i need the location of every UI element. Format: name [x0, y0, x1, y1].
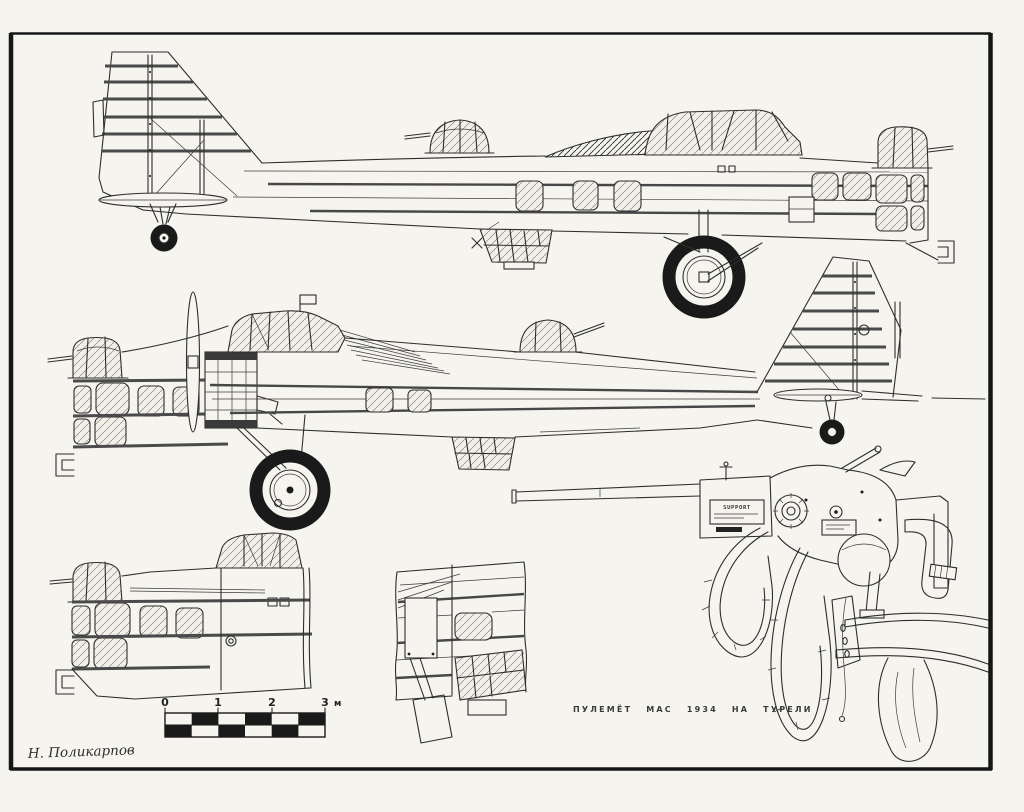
tail-wheel	[150, 206, 178, 252]
pintle-mount	[831, 571, 885, 669]
ventral-gondola-middle	[451, 436, 516, 471]
nose-turret	[47, 336, 129, 379]
fuselage-hatch-detail	[394, 561, 528, 744]
cocking-lever	[841, 447, 881, 473]
ammo-feed-chutes	[701, 527, 832, 742]
main-wheel-middle	[236, 414, 331, 531]
ventral-gondola-top	[471, 221, 553, 270]
fuselage-middle	[121, 325, 760, 438]
detail-canopy	[215, 532, 303, 569]
turtledeck-louvres	[339, 329, 451, 375]
dorsal-turret	[404, 119, 495, 154]
ring-rail-segment	[928, 563, 958, 581]
nose-section-detail	[49, 532, 313, 700]
cut-bracket-left-low	[55, 669, 75, 695]
detail-gondola	[454, 649, 527, 716]
dorsal-turret-middle	[513, 319, 605, 353]
ammo-drum	[837, 533, 891, 587]
scale-tick-0: 0	[161, 696, 169, 709]
gun-barrel	[511, 483, 701, 504]
scale-checker	[164, 712, 326, 738]
case-catch-bag	[877, 657, 938, 762]
canopy-mast-flag	[299, 294, 317, 305]
hanging-cable	[841, 597, 847, 717]
fuselage-windows-mid	[515, 180, 642, 212]
section-cut-line	[302, 567, 312, 689]
cut-bracket-left-mid	[55, 453, 75, 477]
propeller	[185, 291, 201, 433]
tail-fin-middle	[756, 256, 902, 400]
machine-gun-detail: SUPPORT	[511, 445, 989, 762]
entry-hatch-door	[404, 597, 453, 744]
scale-tick-3: 3	[321, 696, 329, 709]
turret-ring	[835, 612, 989, 673]
cut-bracket-right	[937, 240, 955, 264]
aircraft-side-view-top	[92, 51, 955, 319]
support-plate-label: SUPPORT	[723, 505, 751, 511]
frame-border	[8, 32, 993, 771]
cut-edge-right	[523, 561, 528, 693]
scale-bar: 0 1 2 3 м	[161, 696, 341, 738]
exhaust-pipe	[256, 395, 283, 425]
spade-grips	[895, 495, 953, 599]
engine-block	[204, 339, 291, 429]
scale-tick-2: 2	[268, 696, 276, 709]
tail-stabilizer-middle	[773, 388, 986, 402]
author-signature: Н. Поликарпов	[27, 742, 136, 762]
detail-nose-turret	[49, 561, 129, 603]
cut-edge-left	[394, 571, 398, 701]
cockpit-canopy-top	[644, 109, 803, 156]
nose-section	[788, 126, 955, 264]
cockpit-canopy-middle	[227, 294, 346, 353]
gun-receiver: SUPPORT	[699, 445, 916, 573]
aircraft-side-view-middle	[47, 256, 986, 531]
detail-windows	[71, 598, 313, 671]
tail-fin	[92, 51, 263, 215]
anemometer-icon	[471, 237, 483, 249]
tail-wheel-middle	[756, 394, 845, 445]
scale-tick-1: 1	[214, 696, 222, 709]
tail-stabilizer	[98, 192, 228, 223]
main-wheel-top	[662, 209, 763, 319]
gun-caption: ПУЛЕМЁТ МАС 1934 НА ТУРЕЛИ	[573, 704, 813, 714]
support-plate	[709, 499, 765, 525]
scale-unit: м	[334, 699, 341, 709]
